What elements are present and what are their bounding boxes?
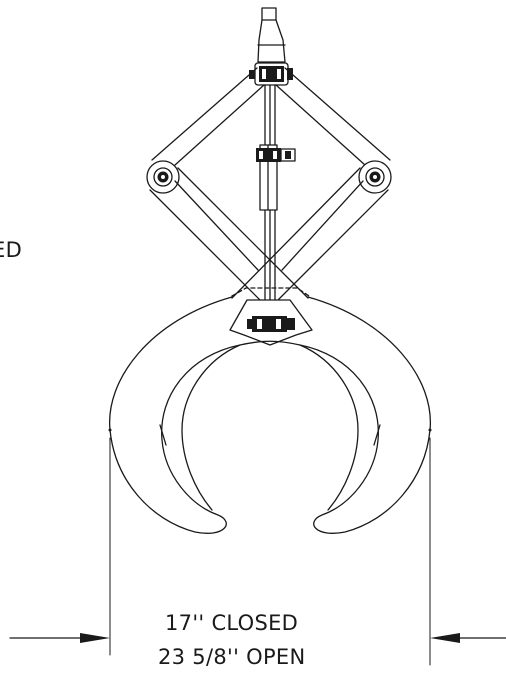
middle-clamp xyxy=(256,144,296,211)
left-arm xyxy=(149,167,309,313)
left-upper-link xyxy=(151,67,265,166)
right-pivot-wheel xyxy=(358,160,392,194)
open-dimension-label: 23 5/8'' OPEN xyxy=(158,645,306,669)
top-shackle xyxy=(257,7,286,63)
jaw-inner xyxy=(159,344,381,511)
right-upper-link xyxy=(275,67,391,166)
closed-dimension-label: 17'' CLOSED xyxy=(165,611,299,635)
right-reference-point xyxy=(428,428,432,432)
right-arm xyxy=(231,167,389,313)
dimension-arrows xyxy=(9,633,506,643)
left-pivot-wheel xyxy=(146,160,180,194)
dimension-extension-lines xyxy=(109,437,431,666)
cut-off-label: ED xyxy=(0,238,23,262)
left-reference-point xyxy=(108,428,112,432)
jaw-outer xyxy=(109,296,431,534)
lower-hinge-plate xyxy=(229,287,313,346)
top-hinge-block xyxy=(249,62,293,86)
